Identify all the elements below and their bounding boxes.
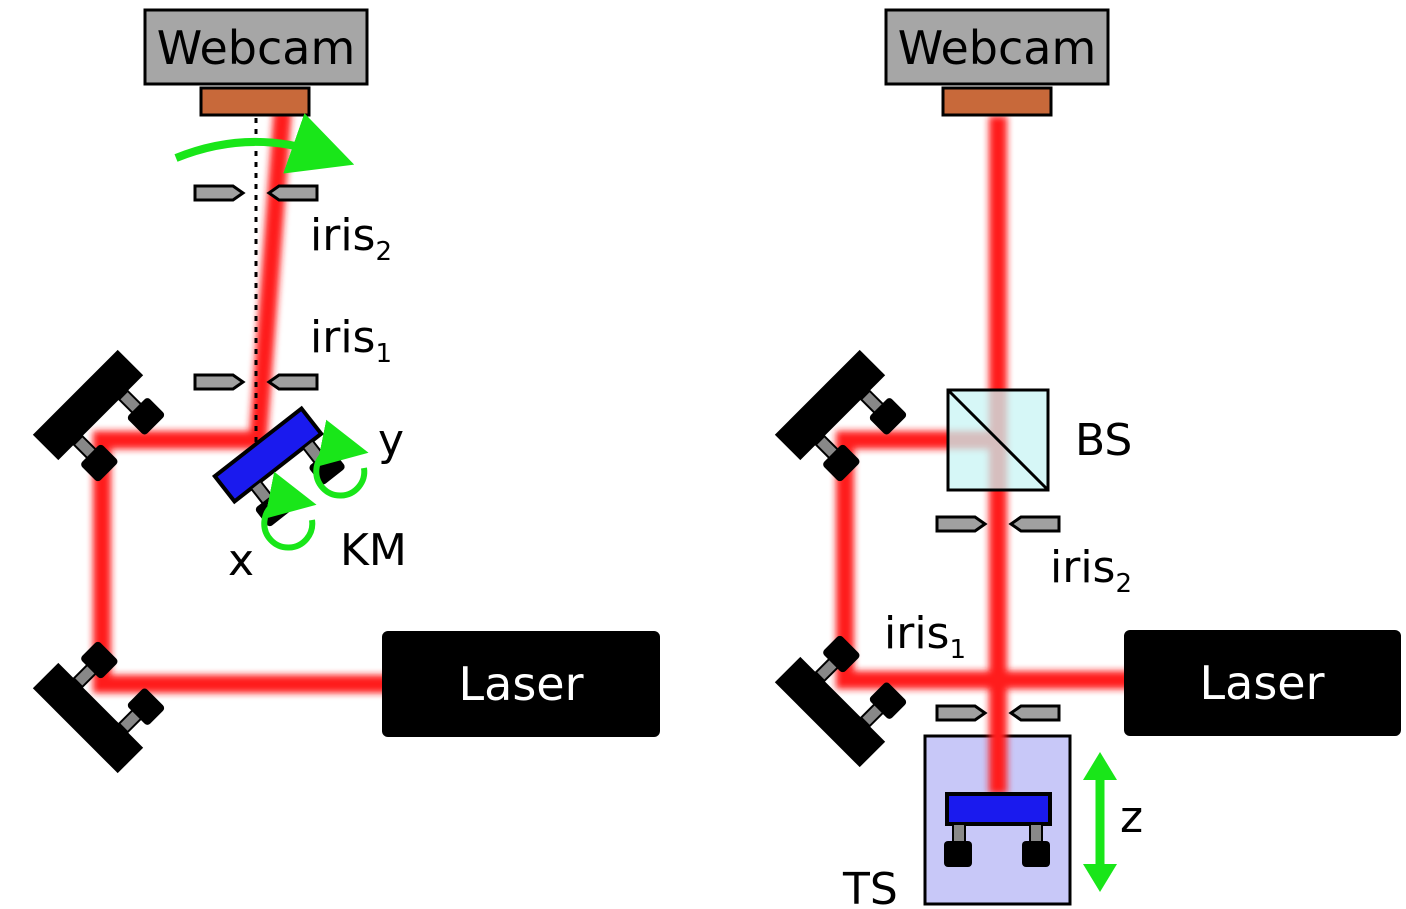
right-panel: BS Webcam iris2 iris1 <box>773 8 1401 909</box>
webcam-icon <box>143 8 369 117</box>
left-laser-beam <box>93 110 391 693</box>
y-axis-label: y <box>378 415 404 466</box>
webcam-icon <box>884 8 1110 117</box>
laser-icon <box>1124 630 1401 736</box>
rotation-arrow-icon <box>313 419 369 499</box>
webcam-sensor <box>199 86 311 117</box>
mirror-mount-icon <box>31 630 176 775</box>
iris1-label: iris1 <box>884 608 966 665</box>
iris2-label: iris2 <box>310 210 392 267</box>
webcam-label: Webcam <box>157 21 356 75</box>
iris2-label: iris2 <box>1050 542 1132 599</box>
rotation-arrow-icon <box>174 113 355 174</box>
left-panel: Webcam iris2 iris1 <box>31 8 660 775</box>
km-label: KM <box>340 525 407 576</box>
double-arrow-icon <box>1083 752 1117 892</box>
webcam-sensor <box>941 86 1053 117</box>
laser-icon <box>382 631 660 737</box>
iris1-label: iris1 <box>310 312 392 369</box>
bs-label: BS <box>1075 415 1132 466</box>
x-axis-label: x <box>228 535 254 586</box>
mirror-mount-icon <box>31 348 176 493</box>
stage-mirror-icon <box>944 792 1052 867</box>
beamsplitter-icon <box>946 388 1050 492</box>
mirror-mount-icon <box>773 348 918 493</box>
ts-label: TS <box>842 864 898 909</box>
rotation-arrow-icon <box>261 471 317 551</box>
kinematic-mirror-icon <box>212 405 345 527</box>
laser-label: Laser <box>1200 656 1325 710</box>
z-axis-label: z <box>1120 792 1143 843</box>
webcam-label: Webcam <box>898 21 1097 75</box>
laser-label: Laser <box>459 657 584 711</box>
